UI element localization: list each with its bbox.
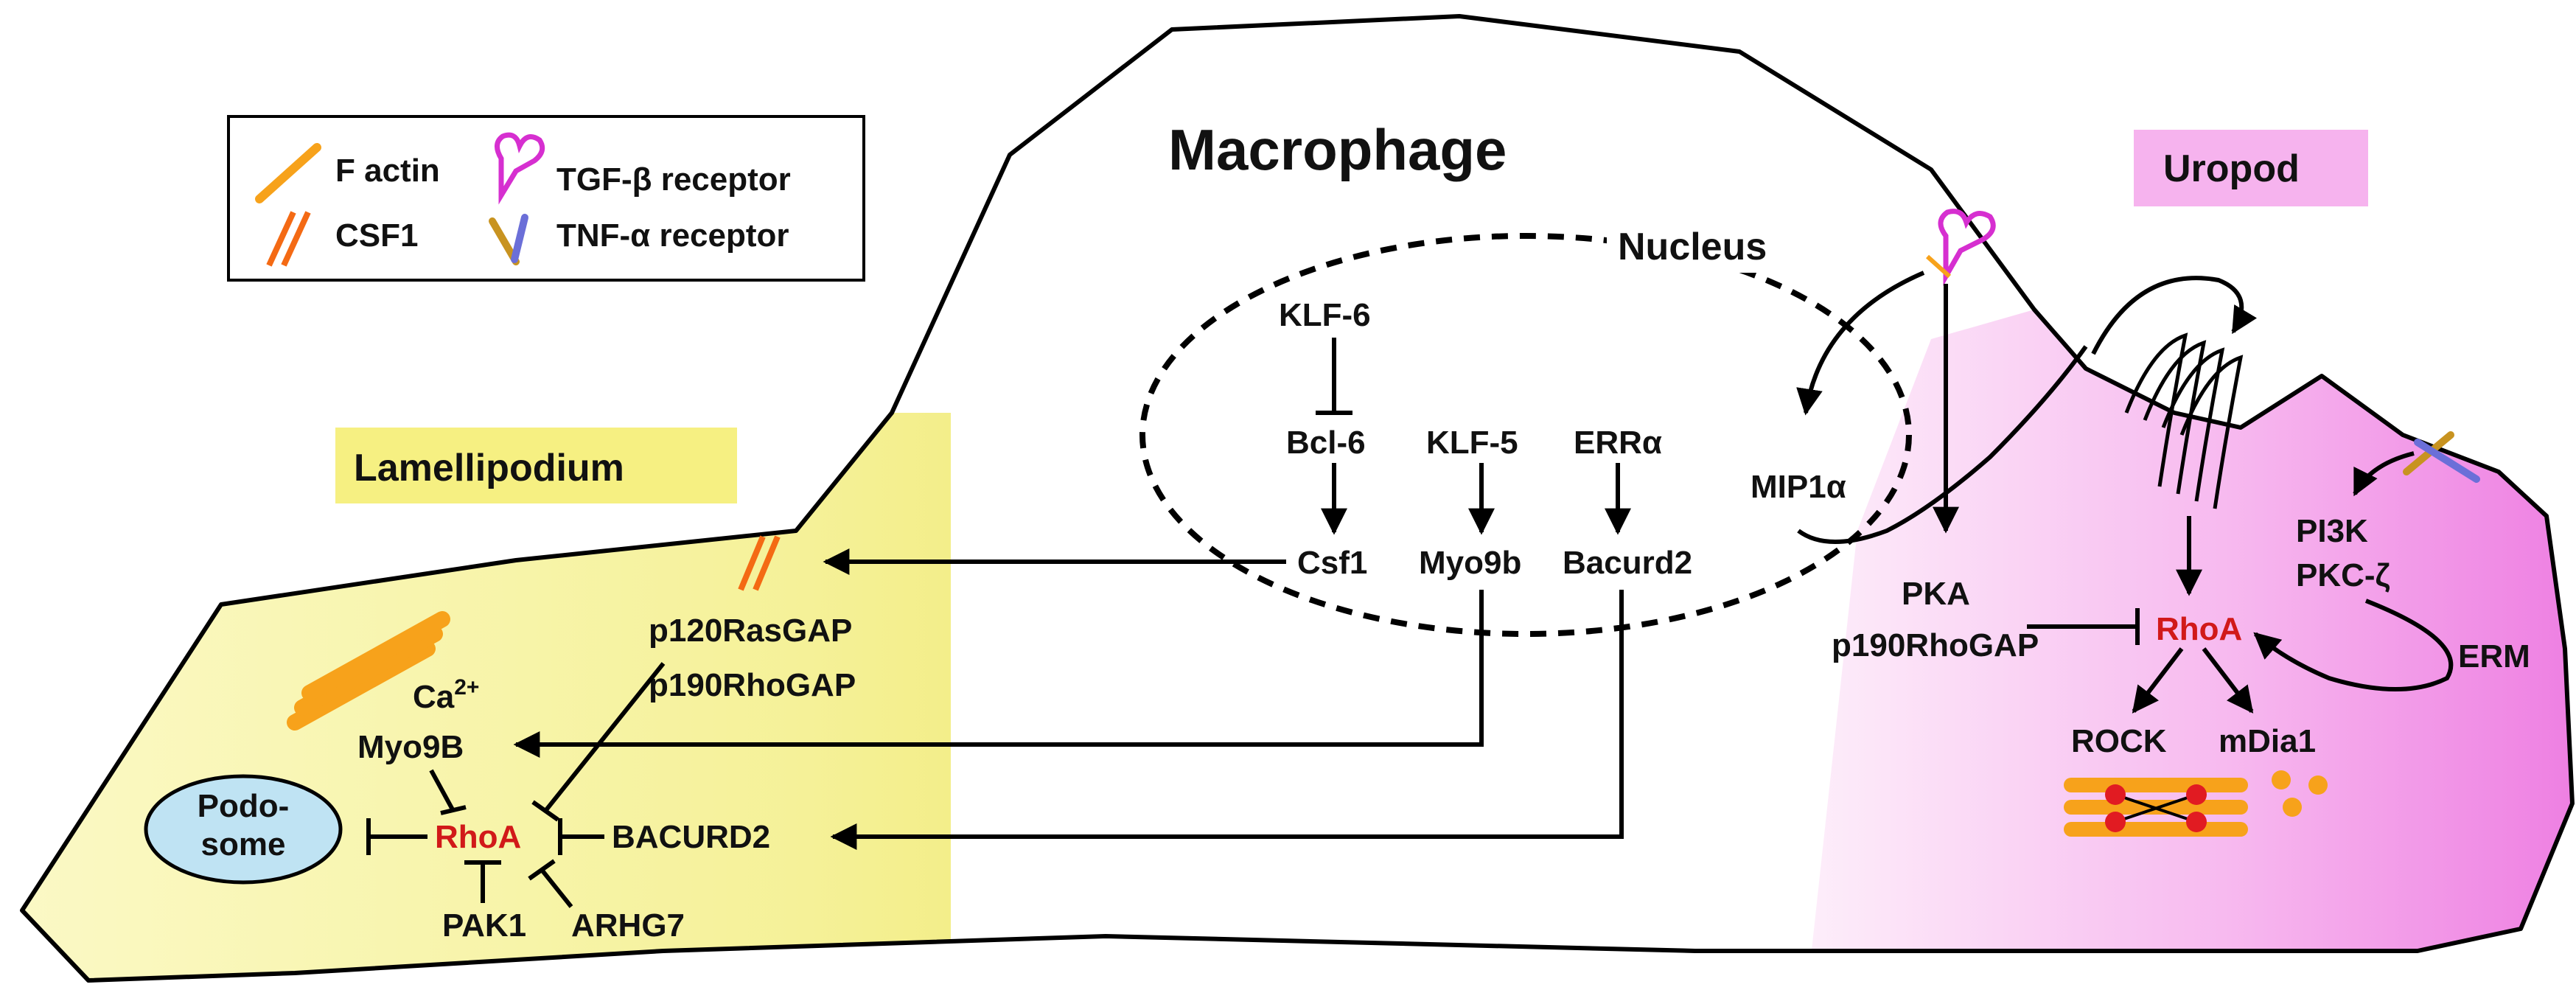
- rhoa-to-rock-arrow: [2132, 647, 2184, 714]
- klf6-label: KLF-6: [1279, 297, 1371, 333]
- tgf-receptor-membrane-icon: [1925, 209, 1996, 287]
- macrophage-title: Macrophage: [1168, 117, 1507, 182]
- myo9b-expression-arrow: [513, 590, 1484, 758]
- mip1a-feedback-path: [1797, 345, 2088, 544]
- bacurd2-expression-arrow: [830, 590, 1624, 850]
- nucleus-label: Nucleus: [1618, 226, 1767, 268]
- rhoa-uro-label: RhoA: [2156, 611, 2242, 647]
- lamellipodium-label: Lamellipodium: [354, 447, 624, 489]
- podosome-label-line2: some: [201, 826, 286, 862]
- erra-label: ERRα: [1574, 425, 1662, 461]
- uropod-region: [1806, 310, 2572, 980]
- legend-box: [227, 115, 865, 282]
- gap-inhibit-bar: [531, 800, 559, 822]
- legend-f-actin: F actin: [335, 153, 440, 189]
- p190rhogap-lam-label: p190RhoGAP: [649, 667, 856, 703]
- pka-label: PKA: [1902, 576, 1970, 612]
- tnf-to-pi3k-arrow: [2353, 451, 2415, 497]
- podosome: [144, 774, 343, 885]
- mdia1-label: mDia1: [2219, 723, 2316, 759]
- arhg7-label: ARHG7: [571, 907, 685, 944]
- p190rhogap-uro-label: p190RhoGAP: [1832, 627, 2039, 663]
- gpcr-receptor-icon: [2124, 332, 2244, 509]
- bacurd2-gene-label: Bacurd2: [1563, 545, 1692, 581]
- legend-tnf-receptor: TNF-α receptor: [556, 217, 789, 254]
- bcl6-label: Bcl-6: [1286, 425, 1366, 461]
- myo9b-lam-label: Myo9B: [357, 729, 464, 765]
- pkc-label: PKC-ζ: [2296, 557, 2390, 593]
- arhg7-inhibit-bar: [528, 859, 556, 881]
- tgf-to-mip1a-arrow: [1796, 271, 1925, 416]
- actomyosin-bundle: [2064, 778, 2248, 837]
- csf1-membrane-icon: [738, 535, 781, 591]
- uropod-label: Uropod: [2163, 147, 2300, 190]
- rhoa-lam-label: RhoA: [435, 819, 521, 855]
- csf1-gene-label: Csf1: [1297, 545, 1367, 581]
- f-actin-icon: [255, 143, 321, 203]
- legend-csf1: CSF1: [335, 217, 418, 254]
- nucleus-label-bg: [1607, 221, 1798, 273]
- gpcr-top-arrow: [2091, 276, 2258, 355]
- f-actin-bundle: [287, 611, 450, 731]
- tnf-receptor-membrane-icon: [2403, 431, 2480, 483]
- calcium-label: Ca2+: [413, 675, 479, 715]
- p120rasgap-label: p120RasGAP: [649, 613, 852, 649]
- myo9b-inhibits-rhoa: [429, 769, 455, 812]
- gap-inhibits-rhoa: [543, 662, 666, 812]
- podosome-label-line1: Podo-: [198, 788, 290, 824]
- csf1-icon-bar2: [281, 211, 311, 267]
- klf5-label: KLF-5: [1426, 425, 1518, 461]
- pi3k-label: PI3K: [2296, 513, 2368, 549]
- erm-label: ERM: [2458, 638, 2530, 674]
- arhg7-inhibits-rhoa: [540, 868, 573, 908]
- legend-tgf-receptor: TGF-β receptor: [556, 161, 791, 198]
- lamellipodium-label-bg: [335, 428, 737, 503]
- csf1-icon: [266, 211, 296, 267]
- nucleus-outline: [1139, 233, 1912, 637]
- tgf-receptor-icon: [495, 132, 545, 205]
- mip1a-label: MIP1α: [1751, 469, 1846, 505]
- pak1-label: PAK1: [442, 907, 526, 944]
- tnf-receptor-icon: [489, 214, 528, 265]
- bacurd2-lam-label: BACURD2: [612, 819, 770, 855]
- actin-monomers: [2272, 770, 2328, 817]
- myo9b-inhibit-bar: [440, 805, 467, 815]
- myo9b-gene-label: Myo9b: [1419, 545, 1521, 581]
- rock-label: ROCK: [2071, 723, 2167, 759]
- rhoa-to-mdia1-arrow: [2202, 647, 2254, 714]
- uropod-label-bg: [2134, 130, 2368, 206]
- cell-outline: [20, 14, 2575, 983]
- erm-to-rhoa-arrow: [2253, 599, 2454, 691]
